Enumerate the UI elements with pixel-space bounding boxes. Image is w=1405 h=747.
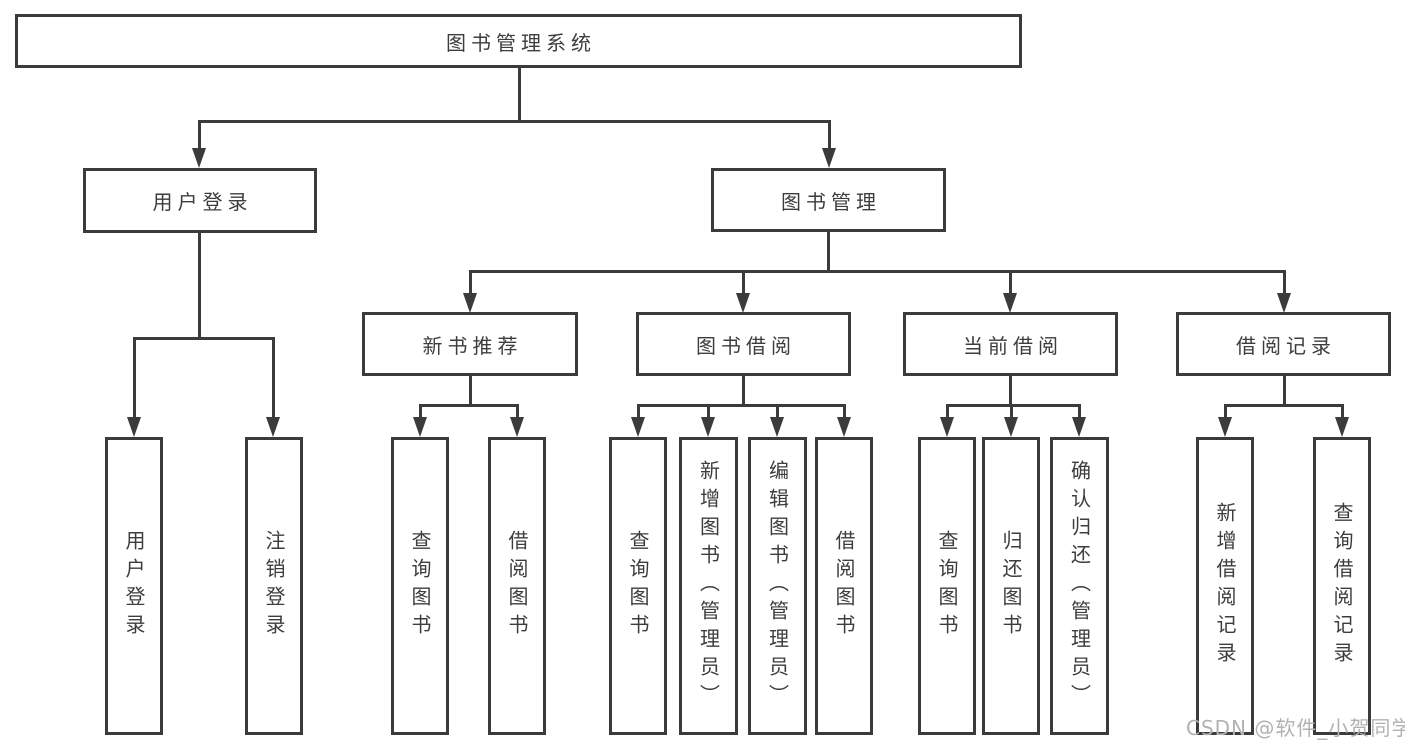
node-label: 借阅图书 <box>505 530 529 642</box>
connector-line-vertical <box>518 68 521 120</box>
connector-line-vertical <box>1009 376 1012 406</box>
connector-line-vertical <box>776 404 779 419</box>
node-borrow-books-borrowing: 借阅图书 <box>815 437 873 735</box>
connector-line-vertical <box>1341 404 1344 419</box>
arrowhead <box>837 417 851 437</box>
node-label: 查询图书 <box>626 530 650 642</box>
node-label: 当前借阅 <box>963 333 1063 358</box>
arrowhead <box>940 417 954 437</box>
node-borrow-books-recommend: 借阅图书 <box>488 437 546 735</box>
connector-line-vertical <box>1283 376 1286 406</box>
connector-line-horizontal <box>198 120 830 123</box>
node-label: 注销登录 <box>262 530 286 642</box>
node-query-books-recommend: 查询图书 <box>391 437 449 735</box>
connector-line-vertical <box>469 270 472 296</box>
arrowhead <box>266 417 280 437</box>
node-book-management-system: 图书管理系统 <box>15 14 1022 68</box>
node-label: 用户登录 <box>152 190 253 214</box>
node-label: 图书管理 <box>781 189 881 214</box>
node-label: 借阅图书 <box>832 530 856 642</box>
connector-line-vertical <box>707 404 710 419</box>
node-add-borrow-record: 新增借阅记录 <box>1196 437 1254 735</box>
watermark-text: CSDN @软件_小贺同学 <box>1186 716 1405 740</box>
arrowhead <box>1335 417 1349 437</box>
connector-line-vertical <box>198 233 201 337</box>
node-user-login-leaf: 用户登录 <box>105 437 163 735</box>
node-label: 用户登录 <box>122 530 146 642</box>
connector-line-horizontal <box>1224 404 1344 407</box>
connector-line-vertical <box>1283 270 1286 296</box>
arrowhead <box>463 293 477 313</box>
connector-line-vertical <box>1010 404 1013 419</box>
connector-line-vertical <box>272 337 275 419</box>
connector-line-horizontal <box>133 337 275 340</box>
connector-line-horizontal <box>469 270 1286 273</box>
arrowhead <box>1003 293 1017 313</box>
arrowhead <box>736 293 750 313</box>
node-label: 借阅记录 <box>1236 333 1336 358</box>
connector-line-vertical <box>1224 404 1227 419</box>
node-label: 编辑图书（管理员） <box>765 460 790 712</box>
connector-line-vertical <box>419 404 422 419</box>
connector-line-vertical <box>1009 270 1012 296</box>
connector-line-vertical <box>516 404 519 419</box>
node-label: 归还图书 <box>999 530 1023 642</box>
connector-line-horizontal <box>419 404 519 407</box>
arrowhead <box>413 417 427 437</box>
node-add-books-admin: 新增图书（管理员） <box>679 437 738 735</box>
node-label: 新增图书（管理员） <box>696 460 721 712</box>
node-query-borrow-record: 查询借阅记录 <box>1313 437 1371 735</box>
node-user-login: 用户登录 <box>83 168 317 233</box>
node-query-books-borrowing: 查询图书 <box>609 437 667 735</box>
node-query-books-current: 查询图书 <box>918 437 976 735</box>
node-label: 新书推荐 <box>422 333 523 358</box>
arrowhead <box>1072 417 1086 437</box>
node-new-book-recommendation: 新书推荐 <box>362 312 578 376</box>
node-book-borrowing: 图书借阅 <box>636 312 851 376</box>
connector-line-vertical <box>742 376 745 406</box>
node-borrowing-records: 借阅记录 <box>1176 312 1391 376</box>
connector-line-horizontal <box>637 404 846 407</box>
connector-line-vertical <box>843 404 846 419</box>
node-current-borrowing: 当前借阅 <box>903 312 1118 376</box>
arrowhead <box>127 417 141 437</box>
arrowhead <box>192 148 206 168</box>
arrowhead <box>1218 417 1232 437</box>
node-label: 查询图书 <box>408 530 432 642</box>
node-label: 图书管理系统 <box>446 30 596 55</box>
node-return-books: 归还图书 <box>982 437 1040 735</box>
arrowhead <box>770 417 784 437</box>
arrowhead <box>510 417 524 437</box>
node-confirm-return-admin: 确认归还（管理员） <box>1050 437 1109 735</box>
node-label: 查询借阅记录 <box>1330 502 1354 670</box>
connector-line-vertical <box>1078 404 1081 419</box>
connector-line-vertical <box>198 120 201 151</box>
node-label: 确认归还（管理员） <box>1067 460 1092 712</box>
connector-line-vertical <box>637 404 640 419</box>
node-edit-books-admin: 编辑图书（管理员） <box>748 437 807 735</box>
arrowhead <box>1004 417 1018 437</box>
connector-line-vertical <box>742 270 745 296</box>
node-label: 图书借阅 <box>696 333 796 358</box>
arrowhead <box>822 148 836 168</box>
arrowhead <box>701 417 715 437</box>
connector-line-vertical <box>827 232 830 272</box>
node-book-management: 图书管理 <box>711 168 946 232</box>
connector-line-vertical <box>828 120 831 151</box>
node-label: 查询图书 <box>935 530 959 642</box>
connector-line-vertical <box>469 376 472 406</box>
node-logout: 注销登录 <box>245 437 303 735</box>
node-label: 新增借阅记录 <box>1213 502 1237 670</box>
arrowhead <box>1277 293 1291 313</box>
connector-line-vertical <box>133 337 136 419</box>
connector-line-horizontal <box>946 404 1081 407</box>
connector-line-vertical <box>946 404 949 419</box>
arrowhead <box>631 417 645 437</box>
